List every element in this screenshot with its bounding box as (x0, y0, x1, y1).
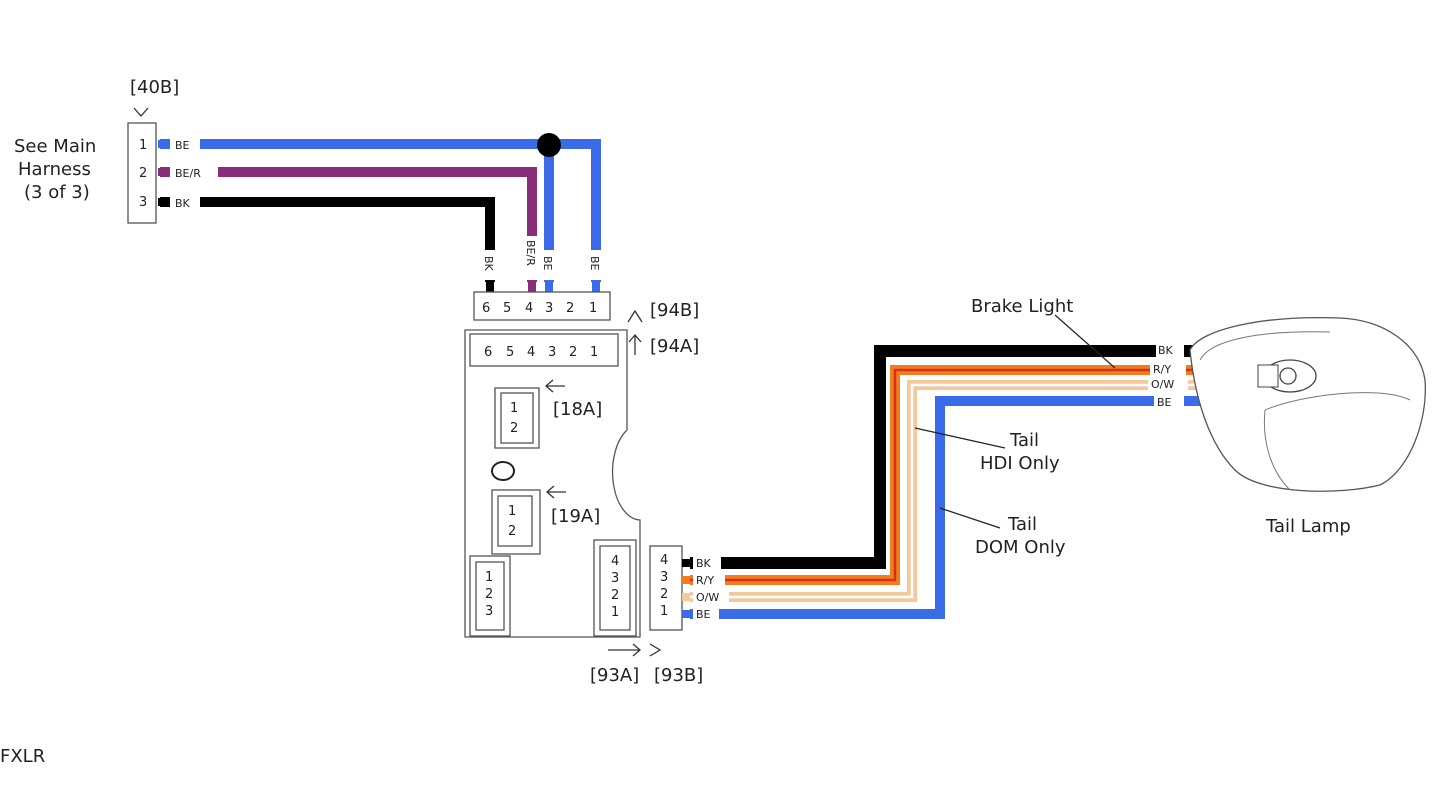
connector-18a-body (500, 392, 534, 444)
c94a-pin-3: 3 (548, 345, 556, 360)
tail-dom-leader (939, 507, 1001, 529)
brake-light-leader (1054, 314, 1116, 369)
harness-label: Harness (18, 159, 91, 180)
connector-93a-arrow (608, 643, 641, 657)
connector-18a-label: [18A] (553, 399, 602, 420)
c94-wire-be-r: BE/R (524, 240, 537, 266)
c40b-pin-2: 2 (139, 166, 147, 181)
tail-harness-wires (690, 345, 1268, 619)
tail-hdi-label-2: HDI Only (980, 453, 1060, 474)
c40b-pin-1: 1 (139, 138, 147, 153)
tail-hdi-label-1: Tail (1009, 430, 1039, 451)
left-block-body (475, 561, 505, 631)
c93b-pin-2: 2 (660, 587, 668, 602)
c94b-pin-1: 1 (589, 301, 597, 316)
wire-be-r (160, 167, 537, 282)
c40b-wire-1: BE (175, 139, 190, 152)
c40b-wire-2: BE/R (175, 167, 201, 180)
wire-bk-top (160, 197, 495, 282)
left-block-pin-1: 1 (485, 570, 493, 585)
tail-lamp-housing (1189, 316, 1426, 492)
see-main-label: See Main (14, 136, 96, 157)
c93b-pin-3: 3 (660, 570, 668, 585)
splice-dot (537, 133, 561, 157)
connector-18a-arrow (545, 379, 565, 393)
tail-hdi-leader (914, 427, 1006, 449)
c19a-pin-2: 2 (508, 524, 516, 539)
c94b-pin-6: 6 (482, 301, 490, 316)
c93a-pin-3: 3 (611, 571, 619, 586)
c94b-pin-4: 4 (525, 301, 533, 316)
connector-94b-symbol (627, 309, 643, 323)
c94-wire-bk: BK (482, 256, 495, 272)
c94b-pin-5: 5 (503, 301, 511, 316)
c94b-pin-2: 2 (566, 301, 574, 316)
lamp-wire-o-w: O/W (1151, 378, 1174, 391)
c93b-wire-bk: BK (696, 557, 712, 570)
connector-94b: 6 5 4 3 2 1 [94B] (473, 291, 699, 323)
c40b-wire-3: BK (175, 197, 191, 210)
connector-93b: 4 3 2 1 [93A] [93B] (590, 545, 703, 686)
connector-19a-label: [19A] (551, 506, 600, 527)
c93a-pin-2: 2 (611, 588, 619, 603)
connector-40b: [40B] 1 2 3 (127, 77, 179, 224)
tail-dom-label-2: DOM Only (975, 537, 1066, 558)
c93b-wire-o-w: O/W (696, 591, 719, 604)
mounting-hole (491, 461, 515, 481)
c93b-pin-4: 4 (660, 553, 668, 568)
c93b-wire-be: BE (696, 608, 711, 621)
brake-light-label: Brake Light (971, 296, 1073, 317)
c94b-pin-3: 3 (545, 301, 553, 316)
connector-40b-symbol (133, 107, 149, 117)
c19a-pin-1: 1 (508, 504, 516, 519)
connector-93b-body (649, 545, 683, 631)
lamp-wire-be: BE (1157, 396, 1172, 409)
connector-94a-body (469, 333, 619, 367)
model-label: FXLR (0, 746, 45, 767)
tail-lamp-label: Tail Lamp (1265, 516, 1351, 537)
c18a-pin-2: 2 (510, 421, 518, 436)
c93a-pin-4: 4 (611, 554, 619, 569)
c18a-pin-1: 1 (510, 401, 518, 416)
c94-wire-be-a: BE (541, 256, 554, 271)
connector-93a-body (599, 545, 631, 631)
tail-dom-label-1: Tail (1007, 514, 1037, 535)
harness-part-label: (3 of 3) (24, 182, 90, 203)
connector-40b-label: [40B] (130, 77, 179, 98)
connector-19a-body (497, 495, 533, 547)
c94a-pin-5: 5 (506, 345, 514, 360)
connector-94b-body (473, 291, 611, 321)
c93b-wire-r-y: R/Y (696, 574, 714, 587)
connector-93b-symbol (649, 643, 662, 657)
wire-be-main (160, 139, 601, 282)
c93a-pin-1: 1 (611, 605, 619, 620)
connector-94a-label: [94A] (650, 336, 699, 357)
c40b-pin-3: 3 (139, 195, 147, 210)
connector-93a-label: [93A] (590, 665, 639, 686)
c94a-pin-2: 2 (569, 345, 577, 360)
module-body: 6 5 4 3 2 1 [94A] 1 2 [18A] 1 2 [19A] 1 … (464, 329, 699, 638)
connector-94b-label: [94B] (650, 300, 699, 321)
wire-r-y-tracer (690, 368, 1258, 582)
connector-93b-label: [93B] (654, 665, 703, 686)
tail-lamp (1189, 316, 1426, 492)
c93b-pin-1: 1 (660, 604, 668, 619)
c94a-pin-1: 1 (590, 345, 598, 360)
c94a-pin-4: 4 (527, 345, 535, 360)
wire-o-w-tracer (690, 383, 1258, 599)
connector-19a-arrow (546, 485, 566, 499)
c94-wire-be-b: BE (588, 256, 601, 271)
connector-40b-body (127, 122, 157, 224)
lamp-wire-r-y: R/Y (1153, 363, 1171, 376)
connector-94a-arrow (628, 334, 642, 355)
left-block-pin-2: 2 (485, 587, 493, 602)
left-block-pin-3: 3 (485, 604, 493, 619)
c94a-pin-6: 6 (484, 345, 492, 360)
lamp-wire-bk: BK (1158, 344, 1174, 357)
